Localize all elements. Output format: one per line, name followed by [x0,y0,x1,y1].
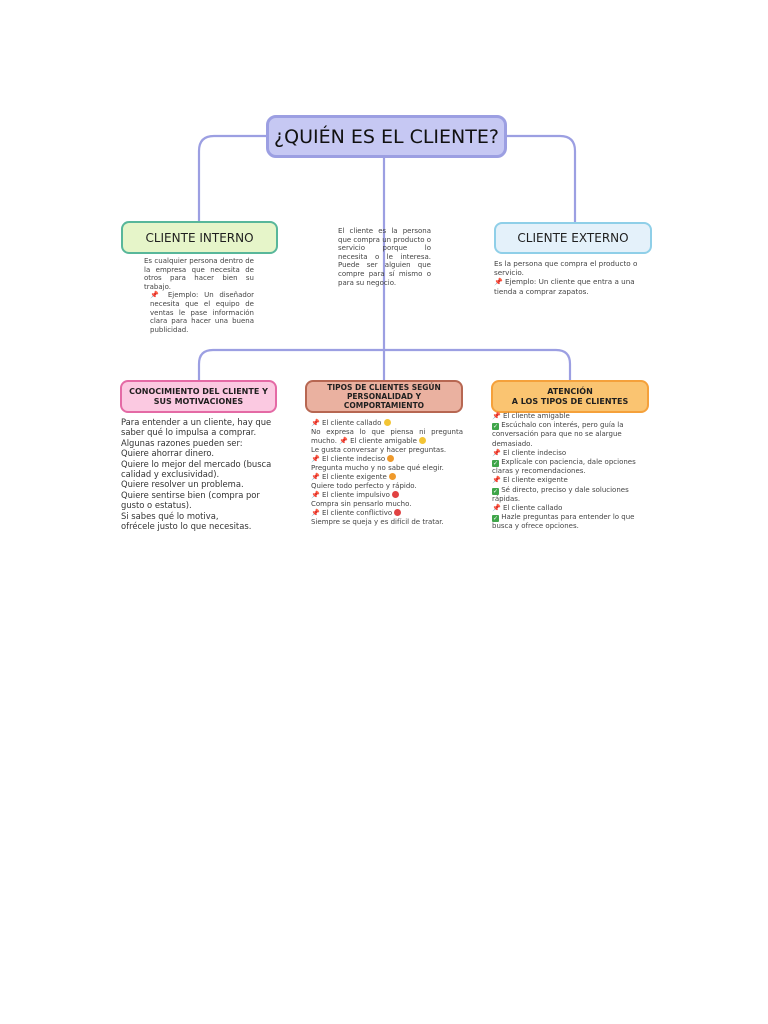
check-icon: ✓ [492,460,499,468]
pushpin-icon: 📌 [492,412,501,420]
title-text: ¿QUIÉN ES EL CLIENTE? [274,125,499,148]
list-item: 📌 El cliente callado [311,419,463,428]
conocimiento-text: Para entender a un cliente, hay que sabe… [121,417,272,532]
cliente-externo-node: CLIENTE EXTERNO [494,222,652,254]
emoji-icon [419,437,427,444]
atencion-node: ATENCIÓN A LOS TIPOS DE CLIENTES [491,380,649,413]
list-item: 📌 El cliente callado [492,504,563,513]
emoji-icon [389,473,397,480]
emoji-icon [394,509,402,516]
list-item: 📌 El cliente indeciso [492,448,567,457]
list-item: 📌 El cliente impulsivo [311,491,463,500]
pushpin-icon: 📌 [492,448,501,457]
list-item: ✓ Escúchalo con interés, pero guía la co… [492,421,624,448]
pushpin-icon: 📌 [339,437,348,445]
pushpin-icon: 📌 [150,291,163,300]
atencion-text: 📌 El cliente amigable ✓ Escúchalo con in… [492,412,652,532]
list-item: 📌 El cliente amigable [492,412,570,420]
title-node: ¿QUIÉN ES EL CLIENTE? [266,115,507,158]
emoji-icon [383,419,391,426]
list-item: ✓ Explícale con paciencia, dale opciones… [492,458,636,476]
pushpin-icon: 📌 [311,509,320,517]
cliente-interno-node: CLIENTE INTERNO [121,221,278,254]
check-icon: ✓ [492,515,499,523]
connector-bottom-branch [197,348,572,382]
list-item: 📌 El cliente conflictivo [311,509,463,518]
conocimiento-node: CONOCIMIENTO DEL CLIENTE Y SUS MOTIVACIO… [120,380,277,413]
cliente-externo-text: Es la persona que compra el producto o s… [494,259,638,296]
list-item: 📌 El cliente exigente [311,473,463,482]
pushpin-icon: 📌 [311,419,320,427]
check-icon: ✓ [492,487,499,495]
list-item: No expresa lo que piensa ni pregunta muc… [311,428,463,445]
cliente-interno-text: Es cualquier persona dentro de la empres… [144,257,254,334]
center-definition: El cliente es la persona que compra un p… [338,227,432,287]
list-item: 📌 El cliente indeciso [311,455,463,464]
pushpin-icon: 📌 [492,476,501,485]
list-item: 📌 El cliente exigente [492,476,568,485]
tipos-text: 📌 El cliente callado No expresa lo que p… [311,419,463,526]
emoji-icon [387,455,395,462]
list-item: ✓ Sé directo, preciso y dale soluciones … [492,485,629,503]
tipos-node: TIPOS DE CLIENTES SEGÚN PERSONALIDAD Y C… [305,380,463,413]
check-icon: ✓ [492,423,499,431]
connector-title-externo [505,134,577,224]
pushpin-icon: 📌 [311,473,320,481]
connector-title-interno [197,134,268,223]
pushpin-icon: 📌 [311,455,320,463]
pushpin-icon: 📌 [492,504,501,513]
list-item: ✓ Hazle preguntas para entender lo que b… [492,513,635,531]
pushpin-icon: 📌 [494,278,503,286]
pushpin-icon: 📌 [311,491,320,499]
emoji-icon [392,491,400,498]
